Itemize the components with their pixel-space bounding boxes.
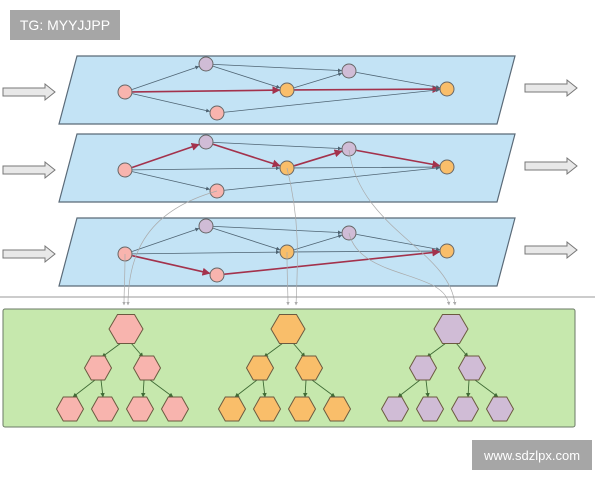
edge-A-C: [132, 254, 211, 276]
tree-leaf-node: [287, 396, 317, 422]
tree-leaf-node: [160, 396, 190, 422]
edge-A-B: [131, 227, 200, 252]
connector-curve: [348, 232, 451, 306]
tree-leaf-node: [450, 396, 480, 422]
tree-edge: [262, 379, 267, 398]
edge-D-F: [294, 85, 441, 94]
tree-leaf-node: [55, 396, 85, 422]
tree-leaf-node: [252, 396, 282, 422]
edge-B-E: [213, 63, 342, 73]
edge-B-D: [212, 143, 281, 168]
edge-B-E: [213, 225, 342, 235]
node-B: [198, 56, 214, 72]
node-F: [439, 159, 455, 175]
node-C: [209, 105, 225, 121]
tree-edge: [149, 379, 174, 398]
tree-child-node: [294, 355, 324, 381]
tree-edge: [263, 342, 284, 358]
output-arrow: [524, 78, 578, 98]
edge-A-D: [132, 166, 280, 171]
tree-child-node: [457, 355, 487, 381]
connector-curve: [348, 149, 457, 306]
edge-D-F: [294, 165, 440, 170]
tree-leaf-node: [217, 396, 247, 422]
watermark-top: TG: MYYJJPP: [10, 10, 120, 40]
edge-C-F: [224, 88, 440, 113]
node-F: [439, 243, 455, 259]
tree-leaf-node: [415, 396, 445, 422]
node-B: [198, 134, 214, 150]
output-arrow: [524, 240, 578, 260]
tree-edge: [140, 379, 146, 398]
tree-edge: [292, 342, 306, 358]
tree-edge: [302, 379, 308, 398]
tree-child-node: [132, 355, 162, 381]
node-A: [117, 84, 133, 100]
tree-edge: [311, 379, 336, 398]
edge-E-F: [356, 233, 441, 251]
edge-A-B: [131, 65, 200, 90]
edge-C-F: [224, 166, 440, 191]
tree-leaf-node: [125, 396, 155, 422]
tree-edge: [234, 379, 258, 398]
edge-D-E: [294, 234, 343, 251]
tree-root-node: [108, 314, 144, 344]
edge-D-E: [293, 149, 343, 167]
node-E: [341, 141, 357, 157]
edge-A-C: [132, 171, 211, 191]
output-arrow: [524, 156, 578, 176]
tree-edge: [425, 379, 430, 398]
edge-B-D: [213, 65, 281, 89]
tree-root-node: [270, 314, 306, 344]
tree-edge: [101, 342, 122, 358]
edge-A-B: [131, 143, 200, 169]
connector-curve: [126, 190, 218, 306]
connector-curve: [286, 251, 290, 306]
node-D: [279, 82, 295, 98]
tree-edge: [426, 342, 447, 358]
tree-child-node: [245, 355, 275, 381]
tree-edge: [455, 342, 469, 358]
node-F: [439, 81, 455, 97]
edge-C-F: [224, 248, 441, 276]
input-arrow: [2, 244, 56, 264]
plane-1: [58, 55, 516, 125]
tree-edge: [130, 342, 144, 358]
tree-edge: [100, 379, 105, 398]
edge-E-F: [356, 71, 441, 89]
tree-edge: [72, 379, 96, 398]
edge-B-D: [213, 227, 281, 251]
connector-curve: [286, 167, 298, 306]
tree-child-node: [408, 355, 438, 381]
node-A: [117, 162, 133, 178]
node-B: [198, 218, 214, 234]
connector-curve: [122, 253, 126, 306]
tree-edge: [474, 379, 499, 398]
tree-leaf-node: [485, 396, 515, 422]
tree-leaf-node: [380, 396, 410, 422]
tree-edge: [397, 379, 421, 398]
tree-leaf-node: [322, 396, 352, 422]
edge-A-D: [132, 250, 280, 255]
node-C: [209, 267, 225, 283]
tree-leaf-node: [90, 396, 120, 422]
tree-root-node: [433, 314, 469, 344]
node-E: [341, 63, 357, 79]
tree-edge: [465, 379, 471, 398]
edge-E-F: [356, 149, 441, 169]
edge-A-D: [132, 86, 281, 95]
edge-B-E: [213, 141, 342, 151]
edge-D-F: [294, 249, 440, 254]
tree-child-node: [83, 355, 113, 381]
watermark-bottom: www.sdzlpx.com: [472, 440, 592, 470]
edge-D-E: [294, 72, 343, 89]
input-arrow: [2, 160, 56, 180]
input-arrow: [2, 82, 56, 102]
edge-A-C: [132, 93, 211, 113]
